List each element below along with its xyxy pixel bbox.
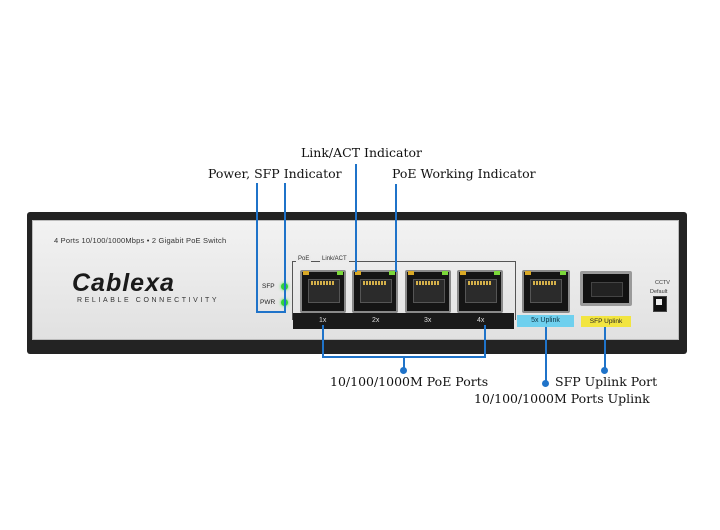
port-2-link-led [389,271,395,275]
poe-working-indicator-callout: PoE Working Indicator [392,166,536,181]
sfp-uplink-slot[interactable] [580,271,632,306]
port-4-label: 4x [477,317,485,324]
uplink-dot [542,380,549,387]
uplink-port-5[interactable] [522,270,570,313]
port-4-poe-led [460,271,466,275]
port-5-link-led [560,271,566,275]
port-3-label: 3x [424,317,432,324]
poe-port-1[interactable] [300,270,346,313]
port-4-link-led [494,271,500,275]
port-2-label: 2x [372,317,380,324]
sfp-uplink-port-callout: SFP Uplink Port [555,374,658,389]
port-1-label: 1x [319,317,327,324]
poe-header-label: PoE [296,256,312,262]
ports-uplink-callout: 10/100/1000M Ports Uplink [474,391,650,406]
port-1-link-led [337,271,343,275]
uplink-guide-line [545,327,547,383]
port-3-poe-led [408,271,414,275]
poe-port-3[interactable] [405,270,451,313]
sfp-port-tag: SFP Uplink [581,316,631,327]
poe-port-2[interactable] [352,270,398,313]
poe-port-4[interactable] [457,270,503,313]
sfp-guide-line [284,183,286,311]
brand-logo: Cablexa [72,269,175,297]
sfp-led-label: SFP [262,283,275,290]
power-sfp-indicator-callout: Power, SFP Indicator [208,166,342,181]
poe-ports-right-guide [484,325,486,357]
link-act-guide-line [355,164,357,272]
port-2-poe-led [355,271,361,275]
port-1-poe-led [303,271,309,275]
poe-ports-stem-guide [403,356,405,372]
cctv-switch-label: CCTV [655,280,670,286]
poe-ports-dot [400,367,407,374]
port-number-strip [293,313,514,329]
poe-ports-left-guide [322,325,324,357]
poe-ports-callout: 10/100/1000M PoE Ports [330,374,489,389]
link-act-indicator-callout: Link/ACT Indicator [301,145,423,160]
brand-tagline: RELIABLE CONNECTIVITY [77,297,220,304]
default-switch-label: Default [650,289,668,295]
pwr-led-label: PWR [260,299,276,306]
uplink-port-tag: 5x Uplink [517,315,574,327]
poe-working-guide-line [395,184,397,272]
model-description: 4 Ports 10/100/1000Mbps • 2 Gigabit PoE … [54,236,227,245]
sfp-port-guide-line [604,327,606,371]
sfp-port-dot [601,367,608,374]
port-3-link-led [442,271,448,275]
mode-dip-switch[interactable] [653,296,667,312]
power-sfp-join-line [256,311,286,313]
poe-port-bracket [292,261,516,320]
port-5-act-led [525,271,531,275]
link-act-header-label: Link/ACT [320,256,349,262]
power-guide-line [256,183,258,311]
